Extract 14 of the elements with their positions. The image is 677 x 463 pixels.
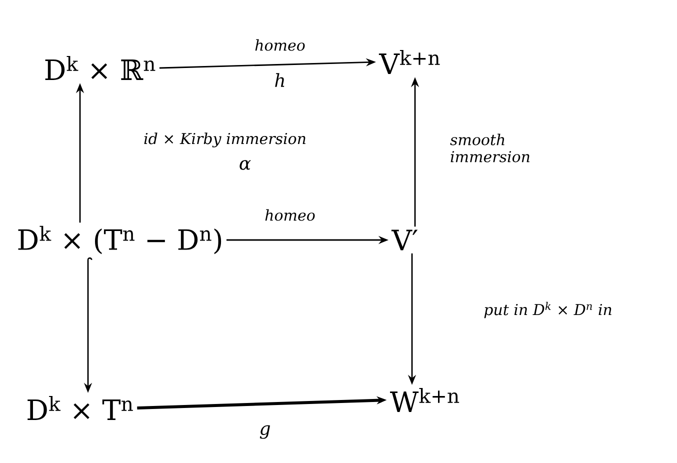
map-name: α: [240, 160, 251, 170]
edge-label: id × Kirby immersion: [144, 132, 306, 148]
edge-label: homeo: [255, 39, 305, 51]
math-expression: D$^{k}$ × ℝ$^{n}$: [45, 56, 156, 80]
edge-label: homeo: [265, 209, 315, 221]
map-name: g: [260, 425, 270, 439]
edge-label: smooth immersion: [450, 134, 530, 162]
math-expression: D$^{k}$ × (T$^{n}$ − D$^{n}$): [18, 226, 222, 254]
math-expression: D$^{k}$ × T$^{n}$: [28, 396, 133, 420]
math-expression: V′: [391, 230, 418, 250]
math-expression: W$^{k+n}$: [390, 388, 460, 412]
math-expression: V$^{k+n}$: [378, 50, 440, 74]
edge-label: put in D$^{k}$ × D$^{n}$ in: [484, 302, 612, 318]
map-name: h: [275, 73, 284, 87]
